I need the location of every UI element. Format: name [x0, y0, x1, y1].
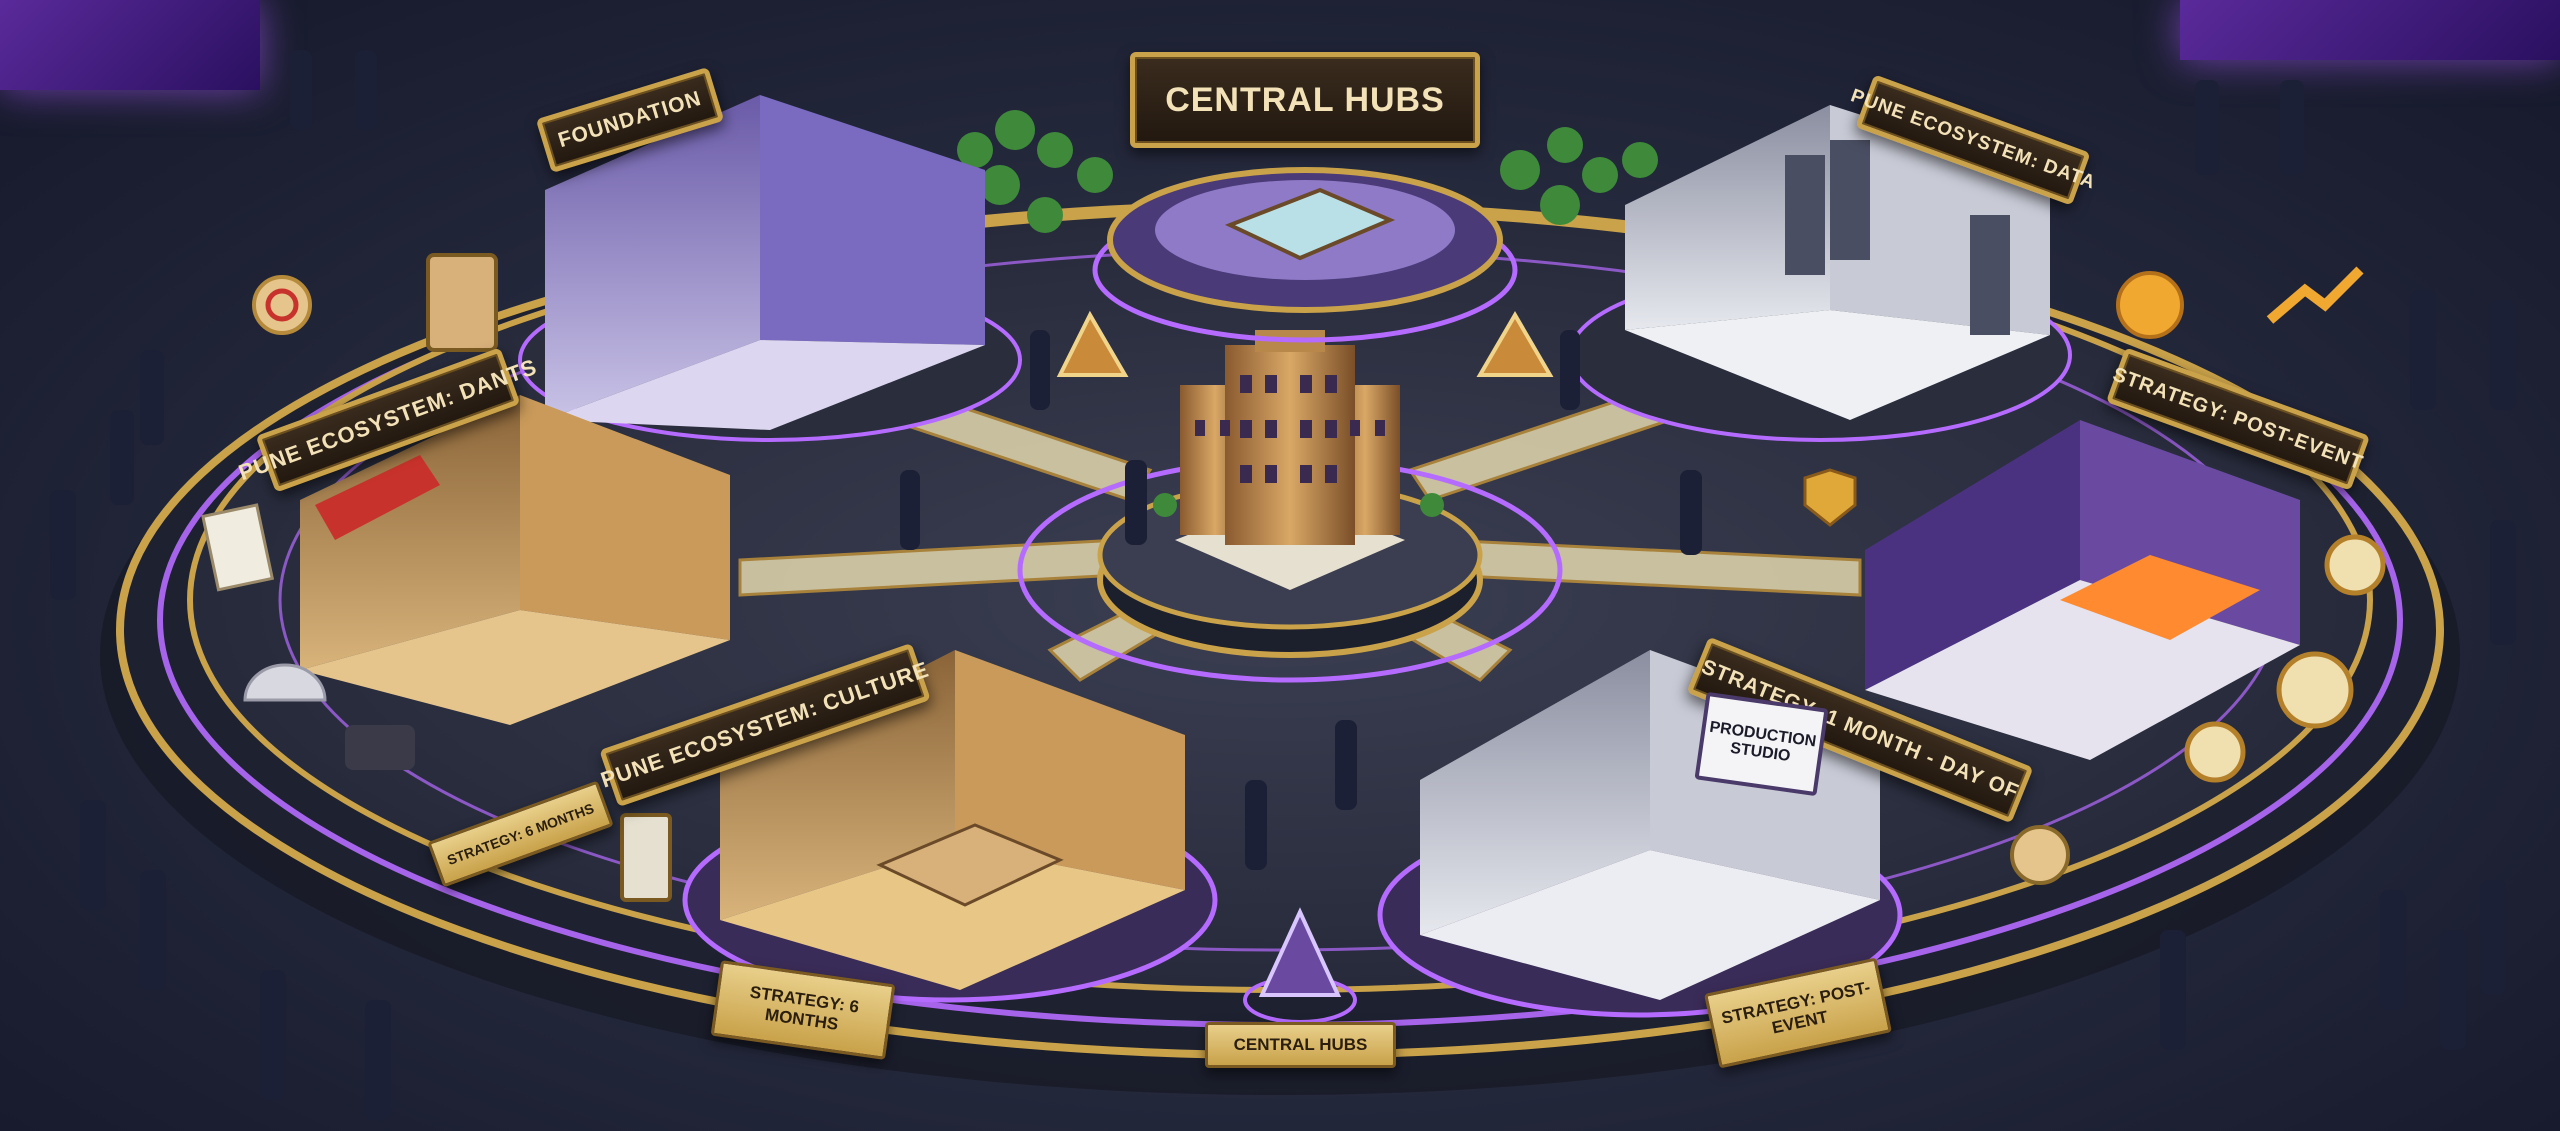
- production-studio-sign: Production Studio: [1694, 691, 1829, 797]
- shield-icon: [1803, 468, 1857, 527]
- pyramid-markers: [1056, 310, 1554, 1024]
- central-hubs-top-sign: Central Hubs: [1130, 52, 1480, 148]
- microphone-icon: [2010, 825, 2070, 885]
- clock-icon: [2324, 534, 2386, 596]
- trees-left: [957, 110, 1113, 233]
- awning: [315, 455, 440, 540]
- document-icon: [201, 503, 275, 592]
- left-wall-screen: [0, 0, 260, 90]
- trees-right: [1500, 127, 1658, 225]
- video-camera-icon: [345, 725, 415, 770]
- clipboard-icon: [620, 813, 672, 902]
- room-production: [1377, 650, 1903, 1018]
- room-post-event: [1865, 420, 2300, 760]
- compass-icon-2: [2184, 721, 2246, 783]
- central-hubs-bottom-plaque: Central Hubs: [1205, 1022, 1396, 1068]
- culture-table: [876, 823, 1064, 907]
- icons: [201, 253, 2386, 902]
- cloche-icon: [243, 663, 327, 702]
- right-wall-screen: [2180, 0, 2560, 60]
- question-icon: [2116, 271, 2184, 339]
- central-building: [1153, 330, 1444, 590]
- room-culture: [682, 650, 1218, 1003]
- calculator-icon: [426, 253, 498, 352]
- room-foundation: [518, 95, 1022, 442]
- meeting-table: [1224, 187, 1396, 261]
- people: [50, 50, 2516, 1120]
- room-dants: [300, 395, 730, 725]
- compass-icon: [2276, 651, 2354, 729]
- target-icon: [252, 275, 312, 335]
- stage: [2060, 555, 2260, 640]
- trend-arrow-icon: [2266, 266, 2364, 324]
